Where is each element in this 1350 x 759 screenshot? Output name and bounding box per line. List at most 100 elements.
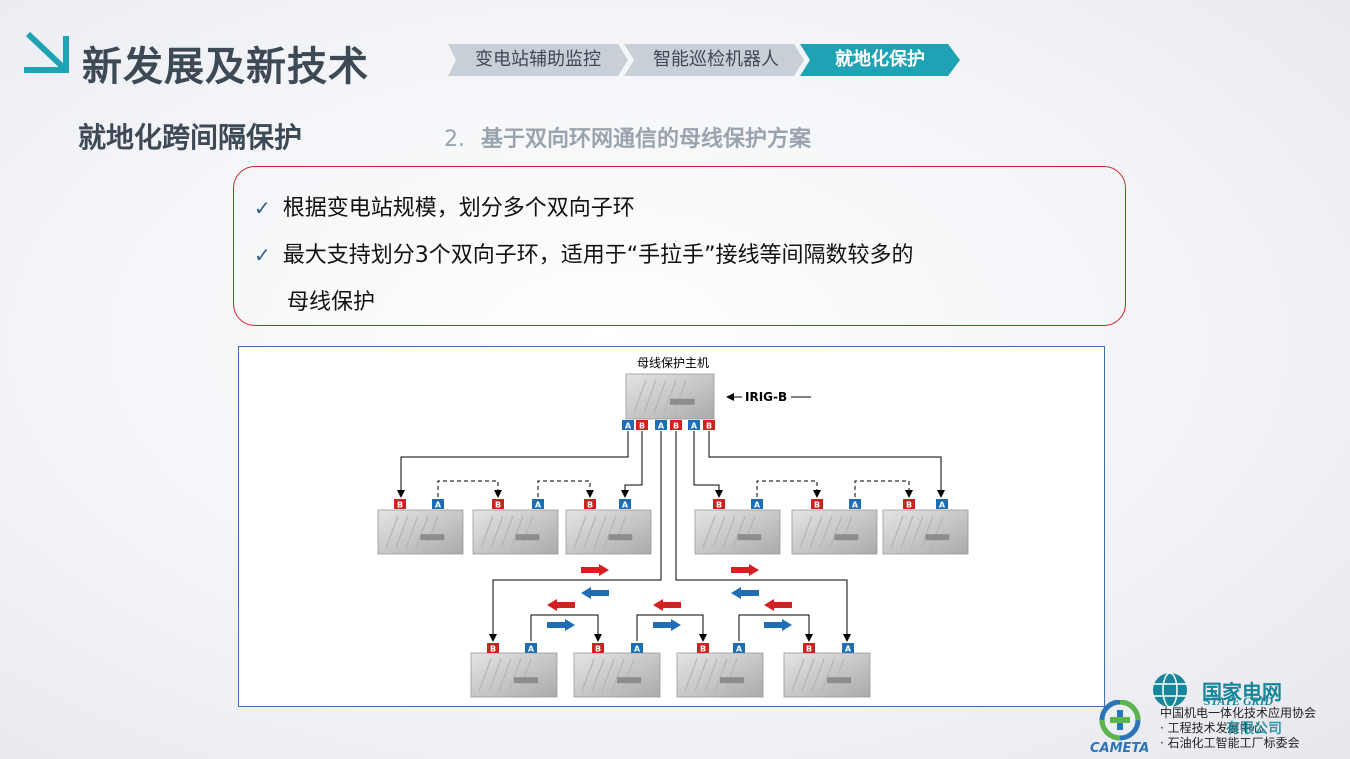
- svg-text:A: A: [939, 501, 946, 510]
- tab-inspection-robot[interactable]: 智能巡检机器人: [653, 49, 779, 70]
- port-b: B: [703, 420, 715, 431]
- port-b: B: [394, 499, 406, 510]
- scheme-number: 2.: [444, 127, 465, 152]
- port-b: B: [811, 499, 823, 510]
- svg-text:A: A: [435, 501, 442, 510]
- svg-text:B: B: [700, 645, 706, 654]
- state-grid-globe-icon: [1153, 672, 1187, 708]
- port-a: A: [622, 420, 634, 431]
- section-title: 就地化跨间隔保护: [78, 121, 303, 154]
- link-wire: [397, 431, 629, 498]
- committee-line-1: · 工程技术发展中心: [1160, 721, 1264, 735]
- ring-device-2: [472, 509, 559, 555]
- scheme-title: 2.基于双向环网通信的母线保护方案: [444, 121, 811, 153]
- cameta-logo: CAMETA: [1090, 699, 1150, 756]
- dashed-link: [537, 480, 594, 498]
- svg-text:B: B: [495, 501, 501, 510]
- link-wire: [636, 614, 707, 642]
- bullet-item: ✓最大支持划分3个双向子环，适用于“手拉手”接线等间隔数较多的: [254, 243, 914, 268]
- port-b: B: [584, 499, 596, 510]
- svg-text:B: B: [806, 645, 812, 654]
- svg-text:A: A: [622, 501, 629, 510]
- port-b: B: [636, 420, 648, 431]
- svg-text:A: A: [852, 501, 859, 510]
- flow-arrow-left: [764, 599, 792, 611]
- committee-line-2: · 石油化工智能工厂标委会: [1160, 736, 1300, 750]
- port-a: A: [532, 499, 544, 510]
- host-label: 母线保护主机: [637, 356, 709, 370]
- svg-text:B: B: [490, 645, 496, 654]
- port-b: B: [903, 499, 915, 510]
- svg-text:A: A: [634, 645, 641, 654]
- port-b: B: [670, 420, 682, 431]
- port-a: A: [525, 643, 537, 654]
- subring-device-1: [470, 652, 558, 698]
- link-wire: [693, 431, 723, 498]
- svg-text:B: B: [706, 422, 712, 431]
- port-a: A: [733, 643, 745, 654]
- subring-device-4: [783, 652, 871, 698]
- svg-text:A: A: [691, 422, 698, 431]
- flow-arrow-left: [547, 599, 575, 611]
- port-b: B: [713, 499, 725, 510]
- port-b: B: [492, 499, 504, 510]
- port-a: A: [842, 643, 854, 654]
- port-a: A: [631, 643, 643, 654]
- svg-text:A: A: [754, 501, 761, 510]
- bullet-item: ✓根据变电站规模，划分多个双向子环: [254, 196, 635, 221]
- link-wire: [675, 431, 851, 642]
- cameta-emblem-icon: [1099, 699, 1141, 741]
- port-b: B: [803, 643, 815, 654]
- page-title: 新发展及新技术: [82, 44, 369, 90]
- state-grid-cn: 国家电网: [1202, 680, 1282, 704]
- svg-text:B: B: [673, 422, 679, 431]
- flow-arrow-left: [581, 587, 609, 599]
- tab-substation-monitoring[interactable]: 变电站辅助监控: [475, 49, 601, 70]
- svg-text:B: B: [814, 501, 820, 510]
- ring-device-4: [694, 509, 781, 555]
- port-a: A: [936, 499, 948, 510]
- irig-label: IRIG-B: [745, 390, 787, 404]
- port-a: A: [751, 499, 763, 510]
- host-device: [625, 373, 715, 420]
- port-a: A: [849, 499, 861, 510]
- svg-text:A: A: [625, 422, 632, 431]
- ring-device-3: [565, 509, 652, 555]
- link-wire: [708, 431, 945, 498]
- dashed-link: [854, 480, 913, 498]
- company-overlay-text: 有限公司: [1226, 721, 1282, 737]
- check-icon: ✓: [254, 243, 271, 267]
- svg-text:A: A: [535, 501, 542, 510]
- bullet-item-continuation: 母线保护: [287, 290, 376, 315]
- bullet-box: ✓根据变电站规模，划分多个双向子环 ✓最大支持划分3个双向子环，适用于“手拉手”…: [233, 166, 1126, 326]
- port-a: A: [619, 499, 631, 510]
- dashed-link: [756, 480, 821, 498]
- flow-arrow-right: [731, 564, 759, 576]
- link-wire: [738, 614, 813, 642]
- tab-local-protection[interactable]: 就地化保护: [835, 49, 925, 70]
- ring-device-1: [377, 509, 464, 555]
- subring-device-2: [573, 652, 661, 698]
- svg-text:B: B: [906, 501, 912, 510]
- flow-arrow-right: [653, 619, 681, 631]
- organization-info: 中国机电一体化技术应用协会 · 工程技术发展中心 · 石油化工智能工厂标委会 有…: [1160, 706, 1316, 751]
- state-grid-logo: 国家电网 STATE GRID: [1150, 670, 1282, 720]
- svg-text:B: B: [639, 422, 645, 431]
- dashed-link: [437, 480, 502, 498]
- port-a: A: [688, 420, 700, 431]
- ring-device-5: [791, 509, 878, 555]
- flow-arrow-right: [764, 619, 792, 631]
- svg-text:B: B: [716, 501, 722, 510]
- link-wire: [621, 431, 643, 498]
- svg-text:A: A: [658, 422, 665, 431]
- svg-text:A: A: [736, 645, 743, 654]
- svg-text:A: A: [528, 645, 535, 654]
- svg-text:A: A: [845, 645, 852, 654]
- flow-arrow-right: [547, 619, 575, 631]
- svg-text:B: B: [397, 501, 403, 510]
- title-arrow-icon: [24, 31, 69, 73]
- check-icon: ✓: [254, 196, 271, 220]
- link-wire: [530, 614, 602, 642]
